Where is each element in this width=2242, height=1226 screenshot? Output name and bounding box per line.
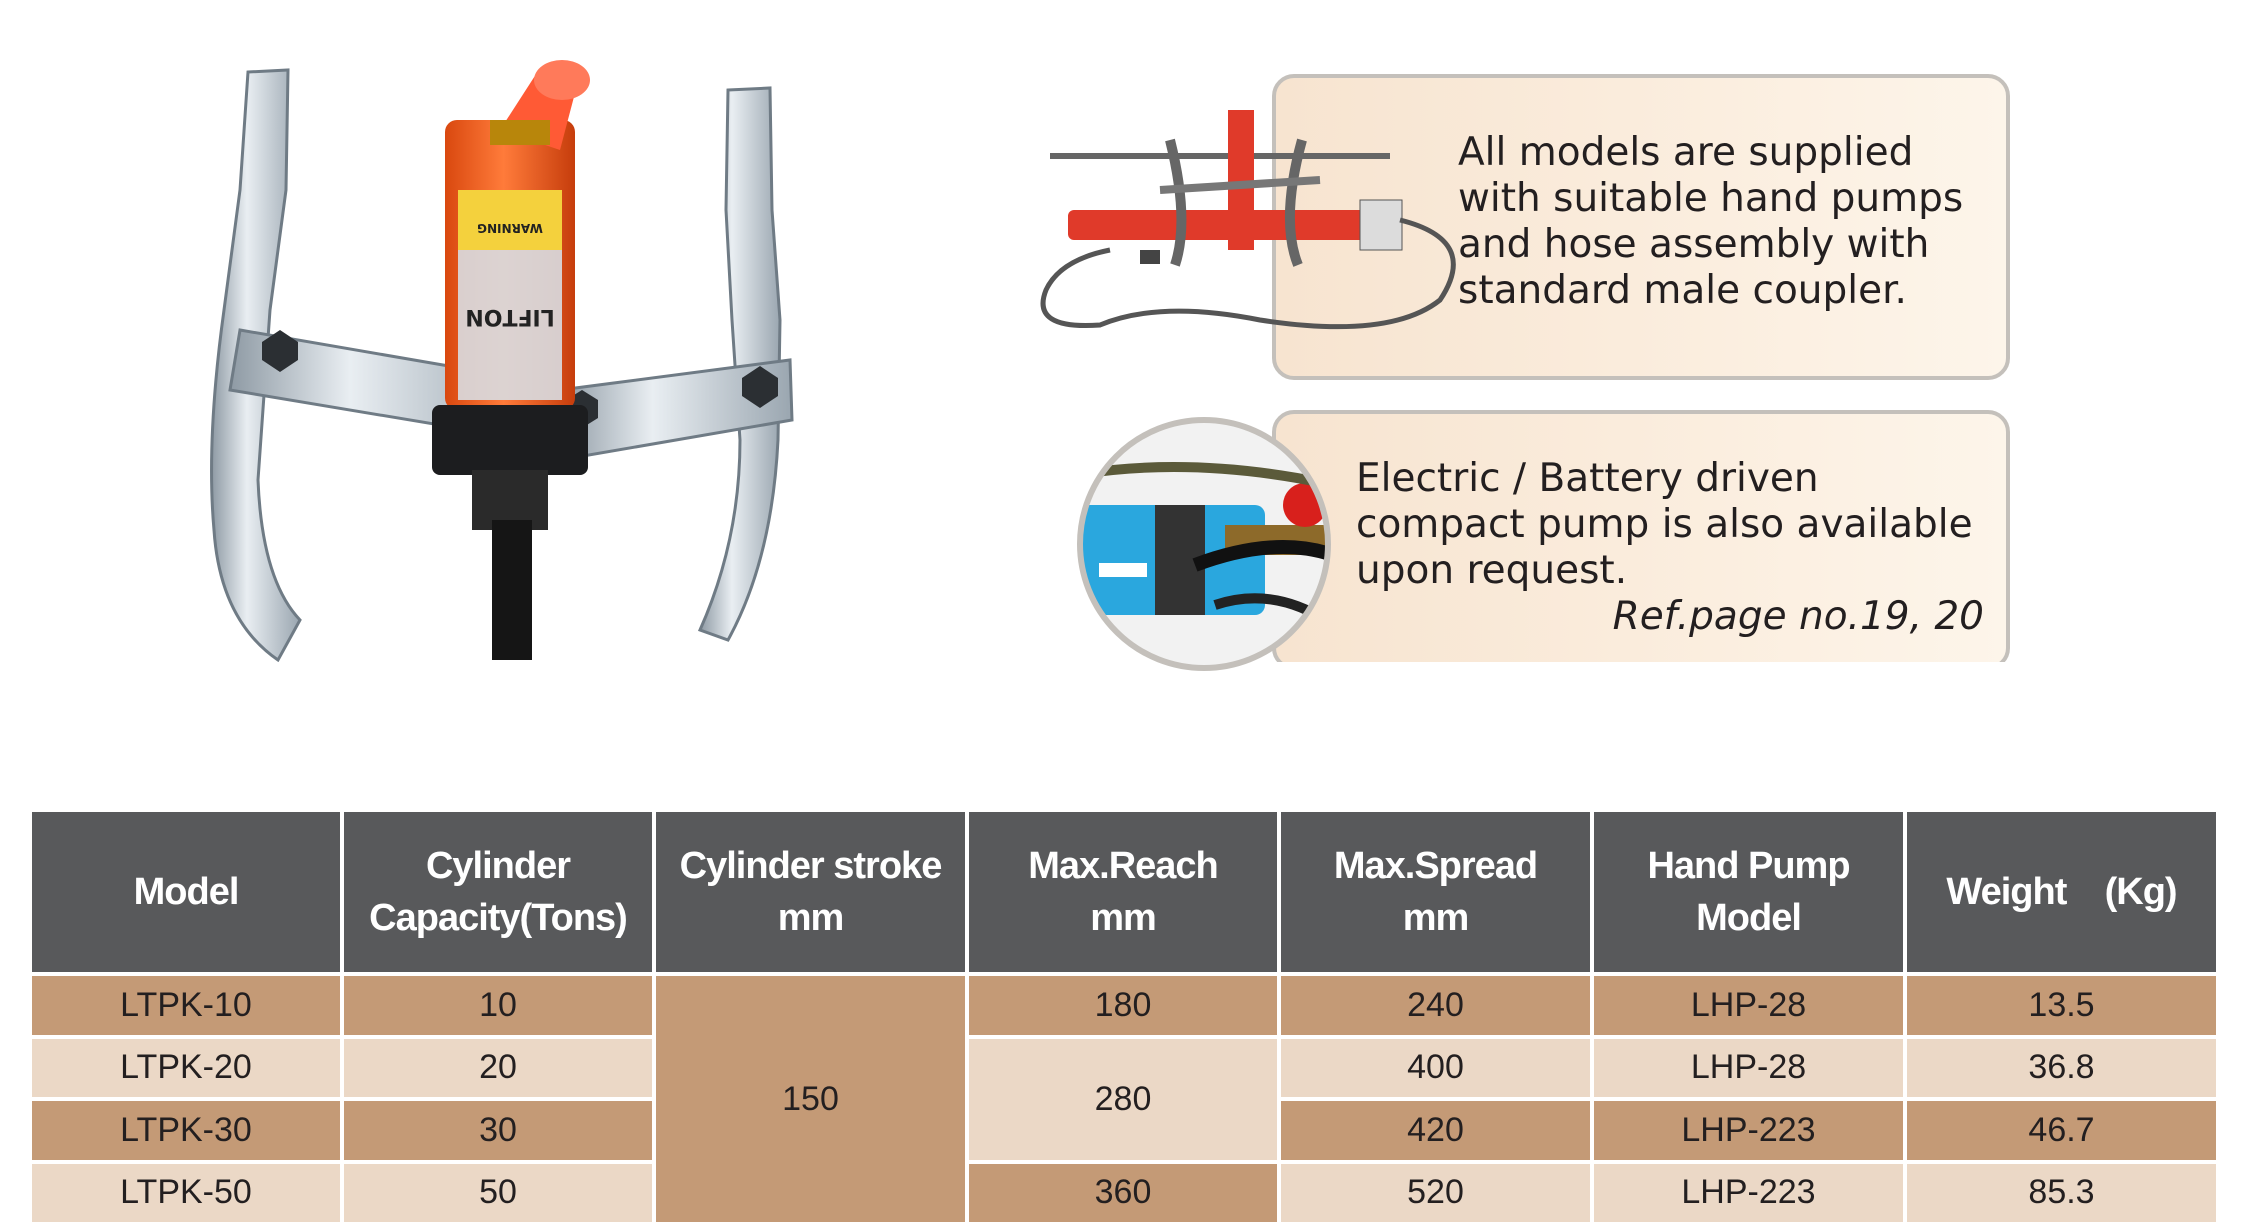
cell-spread: 400: [1277, 1034, 1594, 1101]
header-weight: Weight (Kg): [1903, 808, 2220, 976]
reference-text: Ref.page no.19, 20: [1612, 594, 1984, 639]
cell-spread: 240: [1277, 972, 1594, 1039]
cell-weight: 46.7: [1903, 1097, 2220, 1164]
header-pump: Hand Pump Model: [1590, 808, 1907, 976]
table-row: LTPK-30 30 420 LHP-223 46.7: [28, 1097, 2220, 1164]
cell-reach: 360: [965, 1159, 1281, 1226]
cell-capacity: 10: [340, 972, 656, 1039]
pump-info-text: All models are supplied with suitable ha…: [1458, 130, 1964, 313]
cell-weight: 13.5: [1903, 972, 2220, 1039]
cell-reach: 180: [965, 972, 1281, 1039]
cell-model: LTPK-50: [28, 1159, 344, 1226]
puller-photo: LIFTON WARNING: [210, 60, 794, 663]
cell-model: LTPK-20: [28, 1034, 344, 1101]
table-row: LTPK-20 20 280 400 LHP-28 36.8: [28, 1034, 2220, 1164]
cell-pump: LHP-223: [1590, 1159, 1907, 1226]
electric-pump-callout: Electric / Battery driven compact pump i…: [1272, 410, 2010, 670]
cell-weight: 36.8: [1903, 1034, 2220, 1101]
cell-weight: 85.3: [1903, 1159, 2220, 1226]
cell-capacity: 20: [340, 1034, 656, 1101]
electric-pump-photo: [1077, 417, 1331, 671]
table-row: LTPK-50 50 360 520 LHP-223 85.3: [28, 1159, 2220, 1226]
cell-pump: LHP-28: [1590, 1034, 1907, 1101]
cell-capacity: 50: [340, 1159, 656, 1226]
cell-model: LTPK-10: [28, 972, 344, 1039]
cell-capacity: 30: [340, 1097, 656, 1164]
cell-stroke: 150: [652, 972, 969, 1226]
hand-pump-set-illustration: [1040, 110, 1456, 330]
table-row: LTPK-10 10 150 180 240 LHP-28 13.5: [28, 972, 2220, 1226]
cell-spread: 520: [1277, 1159, 1594, 1226]
brand-label: LIFTON: [465, 304, 554, 329]
cell-pump: LHP-28: [1590, 972, 1907, 1039]
warning-label: WARNING: [477, 221, 543, 235]
cell-reach: 280: [965, 1034, 1281, 1164]
electric-pump-text: Electric / Battery driven compact pump i…: [1356, 456, 1973, 593]
cell-spread: 420: [1277, 1097, 1594, 1164]
cell-model: LTPK-30: [28, 1097, 344, 1164]
header-model: Model: [28, 808, 344, 976]
cell-pump: LHP-223: [1590, 1097, 1907, 1164]
